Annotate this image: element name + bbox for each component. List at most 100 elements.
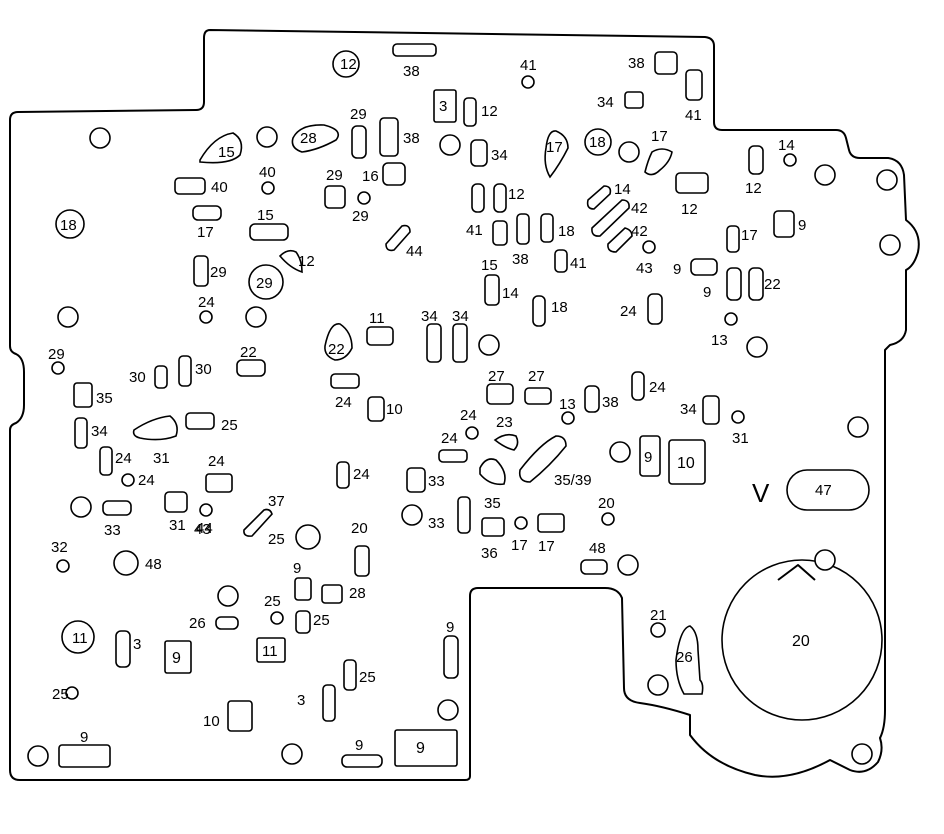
- label-34: 10: [386, 401, 403, 418]
- label-9: 9: [673, 261, 681, 278]
- slots: [58, 43, 795, 768]
- holes: [27, 75, 901, 767]
- label-41: 41: [685, 107, 702, 124]
- label-38: 38: [403, 130, 420, 147]
- label-3: 25: [359, 669, 376, 686]
- label-15: 15: [218, 144, 235, 161]
- label-15: 44: [406, 243, 423, 260]
- label-24: 27: [528, 368, 545, 385]
- label-40: 40: [259, 164, 276, 181]
- label-24: 23: [496, 414, 513, 431]
- label-26: 25: [264, 593, 281, 610]
- label-16: 16: [362, 168, 379, 185]
- label-13: 34: [452, 308, 469, 325]
- label-34: 11: [369, 310, 385, 327]
- label-3: 3: [439, 98, 447, 115]
- label-21: 26: [676, 649, 693, 666]
- label-24: 31: [153, 450, 170, 467]
- label-31: 24: [353, 466, 370, 483]
- label-28: 28: [300, 130, 317, 147]
- label-48: 32: [51, 539, 68, 556]
- label-35-39: 35/39: [554, 472, 592, 489]
- label-25: 33: [104, 522, 121, 539]
- bore-20: [721, 559, 883, 721]
- label-28: 9: [293, 560, 301, 577]
- capsules: [786, 469, 870, 511]
- label-29: 29: [326, 167, 343, 184]
- label-24: 18: [551, 299, 568, 316]
- label-22: 9: [703, 284, 711, 301]
- label-34: 35: [96, 390, 113, 407]
- label-30: 30: [129, 369, 146, 386]
- label-33: 24: [208, 453, 225, 470]
- label-47: 47: [815, 482, 832, 499]
- label-9: 12: [298, 253, 315, 270]
- label-17: 17: [651, 128, 668, 145]
- label-17: 14: [614, 181, 631, 198]
- label-18: 14: [502, 285, 519, 302]
- label-34: 34: [597, 94, 614, 111]
- label-29: 17: [197, 224, 214, 241]
- label-11-boxed: 11: [262, 643, 278, 660]
- label-9: 9: [644, 449, 652, 466]
- label-25: 34: [91, 423, 108, 440]
- label-10: 34: [680, 401, 697, 418]
- label-12-circled: 12: [340, 56, 357, 73]
- label-38: 38: [403, 63, 420, 80]
- v-mark: V: [752, 478, 770, 508]
- label-38: 15: [481, 257, 498, 274]
- label-29-circled: 22: [328, 341, 345, 358]
- label-12: 12: [508, 186, 525, 203]
- passages: [132, 124, 704, 695]
- label-24: 25: [221, 417, 238, 434]
- label-9-circled: 18: [60, 217, 77, 234]
- label-42: 42: [631, 200, 648, 217]
- label-34: 34: [491, 147, 508, 164]
- label-44: 42: [631, 223, 648, 240]
- label-43: 43: [636, 260, 653, 277]
- label-41: 41: [570, 255, 587, 272]
- label-10: 10: [677, 455, 695, 472]
- label-33: 33: [428, 473, 445, 490]
- bore-notch: [777, 564, 816, 581]
- part-labels-extra: 11 9 20: [262, 633, 810, 754]
- label-18: 41: [466, 222, 483, 239]
- label-40: 40: [211, 179, 228, 196]
- label-29: 29: [210, 264, 227, 281]
- label-20-bore: 20: [792, 633, 810, 650]
- label-17: 17: [511, 537, 528, 554]
- label-14: 22: [764, 276, 781, 293]
- label-42: 9: [798, 217, 806, 234]
- label-14: 14: [778, 137, 795, 154]
- label-25: 26: [189, 615, 206, 632]
- label-15: 15: [257, 207, 274, 224]
- label-10: 9: [416, 740, 425, 757]
- label-9: 25: [313, 612, 330, 629]
- label-24: 38: [602, 394, 619, 411]
- label-17: 36: [481, 545, 498, 562]
- label-9-circled: 11: [72, 630, 88, 647]
- label-31: 24: [138, 472, 155, 489]
- label-33: 33: [428, 515, 445, 532]
- label-9-circled: 29: [256, 275, 273, 292]
- label-41: 38: [512, 251, 529, 268]
- label-9: 9: [355, 737, 363, 754]
- label-20: 17: [538, 538, 555, 555]
- label-30: 29: [48, 346, 65, 363]
- label-17: 17: [546, 139, 563, 156]
- label-24: 24: [460, 407, 477, 424]
- label-44: 43: [194, 521, 211, 538]
- label-35: 35: [484, 495, 501, 512]
- label-41: 41: [520, 57, 537, 74]
- label-14: 12: [745, 180, 762, 197]
- label-13: 24: [649, 379, 666, 396]
- circled-labels: [55, 50, 612, 654]
- label-37: 37: [268, 493, 285, 510]
- label-17: 18: [558, 223, 575, 240]
- label-3: 9: [172, 650, 181, 667]
- label-20: 20: [598, 495, 615, 512]
- label-25: 21: [650, 607, 667, 624]
- label-29: 29: [352, 208, 369, 225]
